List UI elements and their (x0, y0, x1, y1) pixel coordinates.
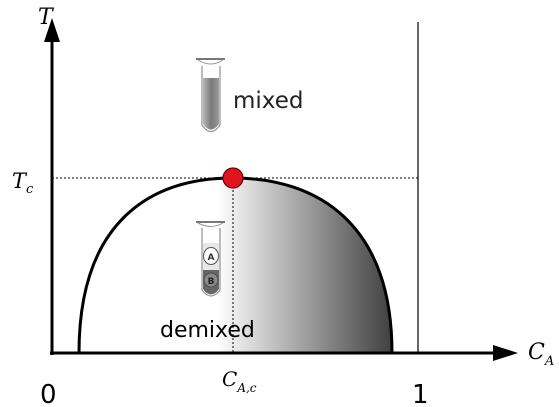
test-tube-demixed-icon (196, 221, 225, 297)
phase-a-label: A (208, 253, 215, 263)
y-axis-arrow-icon (44, 18, 60, 42)
tick-label-one: 1 (412, 380, 429, 407)
x-axis-label: CA (528, 340, 554, 369)
tc-label: Tc (12, 169, 34, 197)
critical-point (222, 167, 244, 189)
phase-b-label: B (208, 277, 215, 287)
mixed-region-label: mixed (233, 88, 303, 114)
demixed-region-label: demixed (160, 318, 255, 343)
x-axis-arrow-icon (493, 345, 518, 361)
y-axis-label: T (38, 5, 55, 30)
tick-label-zero: 0 (40, 380, 57, 407)
test-tube-mixed-icon (196, 58, 225, 133)
cac-label: CA,c (222, 367, 257, 395)
